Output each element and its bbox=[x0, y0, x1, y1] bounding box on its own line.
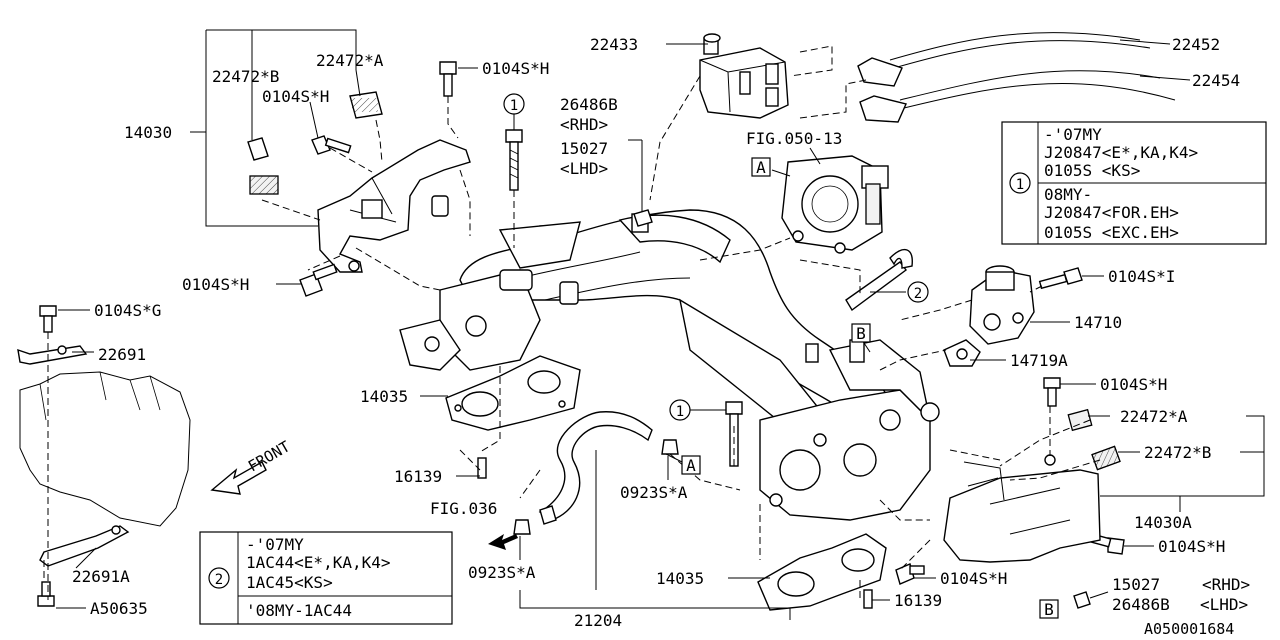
label-0923sa-right: 0923S*A bbox=[620, 483, 688, 502]
igniter-22472-top-drawing bbox=[247, 91, 383, 195]
table2-row-3: '08MY-1AC44 bbox=[246, 601, 352, 620]
table2-number: 2 bbox=[215, 572, 223, 588]
egr-valve-drawing bbox=[943, 265, 1035, 367]
label-lhd: <LHD> bbox=[560, 159, 608, 178]
label-rhd-bottom: <RHD> bbox=[1202, 575, 1250, 594]
bracket-14030a-drawing bbox=[943, 408, 1121, 563]
label-14030: 14030 bbox=[124, 123, 172, 142]
gasket-14035-left-drawing bbox=[445, 355, 581, 431]
table1-number: 1 bbox=[1016, 177, 1024, 193]
label-16139-left: 16139 bbox=[394, 467, 442, 486]
front-arrow-icon bbox=[210, 461, 267, 495]
label-fig050: FIG.050-13 bbox=[746, 129, 842, 148]
label-rhd: <RHD> bbox=[560, 115, 608, 134]
label-22472b-top: 22472*B bbox=[212, 67, 279, 86]
label-0104sg: 0104S*G bbox=[94, 301, 161, 320]
label-22472a-right: 22472*A bbox=[1120, 407, 1188, 426]
label-0104sh-bottom: 0104S*H bbox=[940, 569, 1007, 588]
intake-manifold-drawing bbox=[399, 209, 891, 431]
label-22433: 22433 bbox=[590, 35, 638, 54]
marker-b-bottom: B bbox=[1044, 600, 1054, 619]
throttle-body-drawing bbox=[781, 155, 889, 254]
table2-row-1: 1AC44<E*,KA,K4> bbox=[246, 553, 391, 572]
label-0104sh-top2: 0104S*H bbox=[262, 87, 329, 106]
label-22472a-top: 22472*A bbox=[316, 51, 384, 70]
label-22452: 22452 bbox=[1172, 35, 1220, 54]
label-0104sh-left: 0104S*H bbox=[182, 275, 249, 294]
table1-row-5: 0105S <EXC.EH> bbox=[1044, 223, 1179, 242]
label-22691a: 22691A bbox=[72, 567, 130, 586]
label-0104sh-right: 0104S*H bbox=[1100, 375, 1167, 394]
table1-row-2: 0105S <KS> bbox=[1044, 161, 1140, 180]
marker-2: 2 bbox=[914, 286, 922, 302]
label-14035-bottom: 14035 bbox=[656, 569, 704, 588]
label-front: FRONT bbox=[245, 437, 293, 475]
distributor-cap-drawing bbox=[699, 33, 789, 119]
table1-row-0: -'07MY bbox=[1044, 125, 1102, 144]
hose-21204-drawing bbox=[538, 411, 653, 525]
reference-markers: A B A B 1 1 2 bbox=[503, 93, 1059, 619]
table2-row-2: 1AC45<KS> bbox=[246, 573, 333, 592]
applicability-table-1: 1 -'07MY J20847<E*,KA,K4> 0105S <KS> 08M… bbox=[1001, 121, 1267, 245]
marker-a-top: A bbox=[756, 158, 766, 177]
label-22454: 22454 bbox=[1192, 71, 1240, 90]
spark-plug-wires-drawing bbox=[789, 32, 1176, 123]
fig036-arrow-icon bbox=[488, 534, 518, 550]
table1-row-4: J20847<FOR.EH> bbox=[1044, 203, 1179, 222]
hose-2-drawing bbox=[845, 248, 913, 312]
label-22472b-right: 22472*B bbox=[1144, 443, 1211, 462]
engine-block-drawing bbox=[17, 345, 191, 567]
table1-row-1: J20847<E*,KA,K4> bbox=[1044, 143, 1198, 162]
label-21204: 21204 bbox=[574, 611, 622, 630]
label-15027-bottom: 15027 bbox=[1112, 575, 1160, 594]
gasket-14035-bottom-drawing bbox=[757, 533, 887, 611]
bracket-14030-drawing bbox=[317, 139, 471, 273]
label-a50635: A50635 bbox=[90, 599, 148, 618]
label-26486b-bottom: 26486B bbox=[1112, 595, 1170, 614]
label-lhd-bottom: <LHD> bbox=[1200, 595, 1248, 614]
marker-1-top: 1 bbox=[510, 98, 518, 114]
label-0104sh-top: 0104S*H bbox=[482, 59, 549, 78]
marker-a-bottom: A bbox=[686, 456, 696, 475]
table2-row-0: -'07MY bbox=[246, 535, 304, 554]
label-fig036: FIG.036 bbox=[430, 499, 497, 518]
label-14710: 14710 bbox=[1074, 313, 1122, 332]
table1-row-3: 08MY- bbox=[1044, 185, 1092, 204]
label-15027: 15027 bbox=[560, 139, 608, 158]
label-14719a: 14719A bbox=[1010, 351, 1068, 370]
manifold-lower-drawing bbox=[759, 339, 940, 521]
marker-1-right: 1 bbox=[676, 404, 684, 420]
label-16139-bottom: 16139 bbox=[894, 591, 942, 610]
label-0923sa-left: 0923S*A bbox=[468, 563, 536, 582]
leader-lines bbox=[43, 29, 1265, 620]
label-0104sh-right2: 0104S*H bbox=[1158, 537, 1225, 556]
label-26486b: 26486B bbox=[560, 95, 618, 114]
applicability-table-2: 2 -'07MY 1AC44<E*,KA,K4> 1AC45<KS> '08MY… bbox=[199, 531, 453, 625]
label-14030a: 14030A bbox=[1134, 513, 1192, 532]
marker-b-mid: B bbox=[856, 324, 866, 343]
label-14035-left: 14035 bbox=[360, 387, 408, 406]
diagram-id: A050001684 bbox=[1144, 620, 1234, 638]
label-0104si: 0104S*I bbox=[1108, 267, 1175, 286]
label-22691: 22691 bbox=[98, 345, 146, 364]
